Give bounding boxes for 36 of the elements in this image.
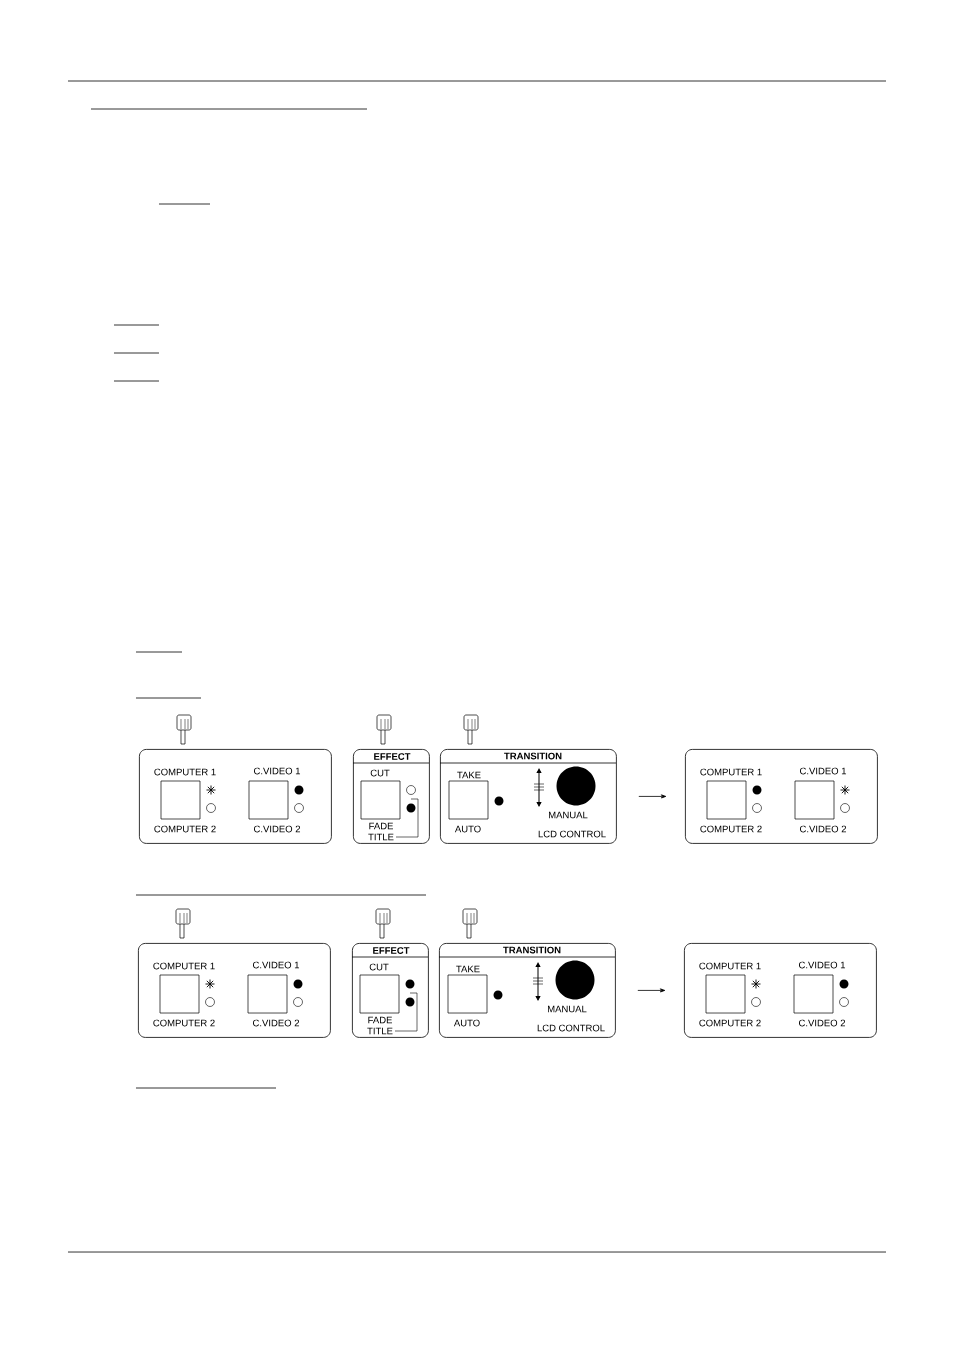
panel-label: COMPUTER 2 [153, 1019, 215, 1027]
panel-label: COMPUTER 2 [700, 825, 762, 833]
panel-label: FADE [369, 822, 393, 830]
panel-label: TRANSITION [504, 752, 562, 760]
panel-label: C.VIDEO 2 [799, 1019, 845, 1027]
panel-label: CUT [369, 963, 389, 971]
panel-label: C.VIDEO 1 [799, 961, 845, 969]
panel-label: COMPUTER 2 [154, 825, 216, 833]
panel-label: C.VIDEO 2 [253, 1019, 299, 1027]
panel-label: AUTO [453, 1019, 480, 1027]
panel-label: TRANSITION [503, 946, 561, 954]
panel-label: TAKE [457, 771, 481, 779]
panel-label: MANUAL [548, 1005, 587, 1013]
arrow [638, 794, 667, 799]
panel-label: C.VIDEO 2 [800, 825, 846, 833]
panel-label: C.VIDEO 2 [254, 825, 300, 833]
panel-label: COMPUTER 1 [153, 962, 215, 970]
panel-label: FADE [368, 1016, 392, 1024]
panel-label: LCD CONTROL [537, 1024, 605, 1032]
panel-label: EFFECT [374, 753, 411, 760]
panel-label: CUT [370, 769, 390, 777]
panel-label: LCD CONTROL [538, 830, 606, 838]
panel-label: EFFECT [373, 947, 410, 954]
panel-label: TAKE [456, 965, 480, 973]
panel-label: COMPUTER 2 [699, 1019, 761, 1027]
panel-label: C.VIDEO 1 [254, 767, 300, 775]
panel-label: MANUAL [549, 811, 588, 819]
panel-label: COMPUTER 1 [700, 768, 762, 776]
panel-label: COMPUTER 1 [154, 768, 216, 776]
panel-label: TITLE [368, 833, 394, 841]
panel-label: COMPUTER 1 [699, 962, 761, 970]
panel-label: C.VIDEO 1 [253, 961, 299, 969]
panel-label: C.VIDEO 1 [800, 767, 846, 775]
panel-label: TITLE [367, 1027, 393, 1035]
panel-label: AUTO [454, 825, 481, 833]
arrow [637, 988, 666, 993]
